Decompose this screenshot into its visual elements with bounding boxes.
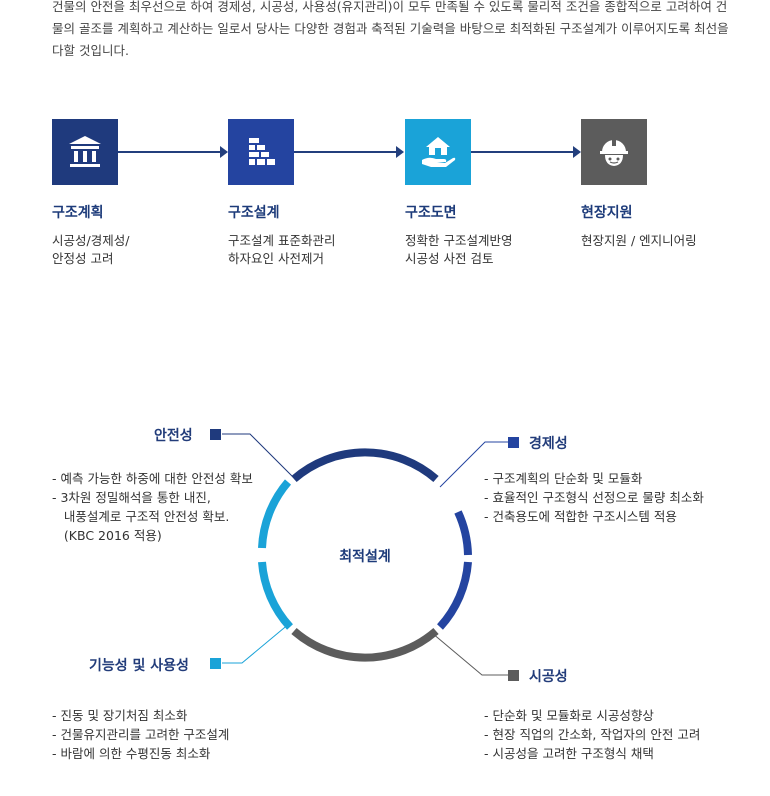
connector-economy: [439, 441, 508, 488]
step-structural-design: 구조설계 구조설계 표준화관리 하자요인 사전제거: [228, 119, 378, 268]
ring-segment-construct: [291, 627, 439, 662]
category-construct-list: - 단순화 및 모듈화로 시공성향상 - 현장 직업의 간소화, 작업자의 안전…: [484, 708, 701, 761]
connector-construct: [431, 632, 508, 676]
category-safety-marker: [210, 429, 221, 440]
category-function-list: - 진동 및 장기처짐 최소화 - 건물유지관리를 고려한 구조설계 - 바람에…: [52, 708, 230, 761]
flow-arrow: [294, 146, 404, 158]
step-title: 구조계획: [52, 205, 104, 221]
step-title: 구조설계: [228, 205, 280, 221]
category-construct-marker: [508, 670, 519, 681]
bricks-icon: [228, 119, 294, 185]
category-economy-title: 경제성: [529, 436, 568, 452]
center-label: 최적설계: [339, 549, 391, 565]
intro-paragraph: 건물의 안전을 최우선으로 하여 경제성, 시공성, 사용성(유지관리)이 모두…: [52, 0, 729, 58]
step-structural-drawing: 구조도면 정확한 구조설계반영 시공성 사전 검토: [405, 119, 555, 268]
step-desc: 정확한 구조설계반영 시공성 사전 검토: [405, 233, 513, 266]
step-desc: 구조설계 표준화관리 하자요인 사전제거: [228, 233, 336, 266]
ring-segment-function: [258, 561, 294, 630]
category-safety-title: 안전성: [154, 428, 193, 444]
step-desc: 시공성/경제성/ 안정성 고려: [52, 233, 130, 266]
connector-safety: [222, 433, 297, 481]
category-safety-list: - 예측 가능한 하중에 대한 안전성 확보 - 3차원 정밀해석을 통한 내진…: [52, 471, 253, 543]
ring-segment-safety-economy: [291, 448, 439, 483]
step-title: 현장지원: [581, 205, 633, 221]
step-structural-planning: 구조계획 시공성/경제성/ 안정성 고려: [52, 119, 202, 268]
category-economy-list: - 구조계획의 단순화 및 모듈화 - 효율적인 구조형식 선정으로 물량 최소…: [484, 471, 704, 524]
flow-arrow: [471, 146, 581, 158]
step-title: 구조도면: [405, 205, 457, 221]
bank-icon: [52, 119, 118, 185]
step-desc: 현장지원 / 엔지니어링: [581, 233, 697, 248]
flow-arrow: [118, 146, 228, 158]
category-economy-marker: [508, 437, 519, 448]
category-function-title: 기능성 및 사용성: [89, 658, 189, 674]
house-hand-icon: [405, 119, 471, 185]
step-site-support: 현장지원 현장지원 / 엔지니어링: [581, 119, 731, 250]
category-function-marker: [210, 658, 221, 669]
connector-function: [222, 622, 291, 664]
helmet-icon: [581, 119, 647, 185]
ring-segment-economy: [436, 561, 472, 630]
category-construct-title: 시공성: [529, 669, 568, 685]
